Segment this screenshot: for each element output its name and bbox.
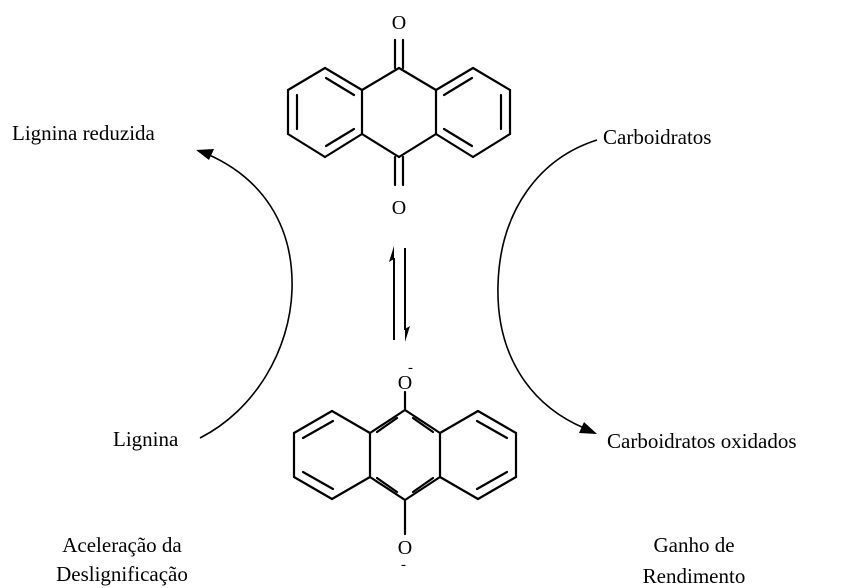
anthraquinone-oxygen-top: O <box>392 12 406 34</box>
dianion-oxygen-bottom: O <box>398 537 412 559</box>
label-carboidratos-oxidados: Carboidratos oxidados <box>607 429 797 453</box>
dianion-charge-bottom: - <box>401 557 406 573</box>
anthrahydroquinone-dianion-molecule: O - O - <box>292 360 518 573</box>
anthraquinone-oxygen-bottom: O <box>392 197 406 219</box>
label-lignina-reduzida: Lignina reduzida <box>12 121 156 145</box>
lignin-reduction-arrow <box>196 149 293 439</box>
dianion-charge-top: - <box>408 360 413 376</box>
label-ganho-line1: Ganho de <box>653 533 734 557</box>
label-carboidratos: Carboidratos <box>603 125 711 149</box>
equilibrium-arrow <box>389 246 410 342</box>
label-lignina: Lignina <box>113 427 179 451</box>
dianion-oxygen-top: O <box>398 372 412 394</box>
label-aceleracao-line1: Aceleração da <box>62 533 182 557</box>
anthraquinone-molecule: O O <box>286 12 512 219</box>
anthrahydroquinone-bonds <box>292 390 518 536</box>
carbohydrate-oxidation-arrow <box>497 139 598 434</box>
label-ganho-line2: Rendimento <box>643 564 746 588</box>
anthraquinone-bonds <box>286 38 512 187</box>
label-aceleracao-line2: Deslignificação <box>56 562 188 586</box>
